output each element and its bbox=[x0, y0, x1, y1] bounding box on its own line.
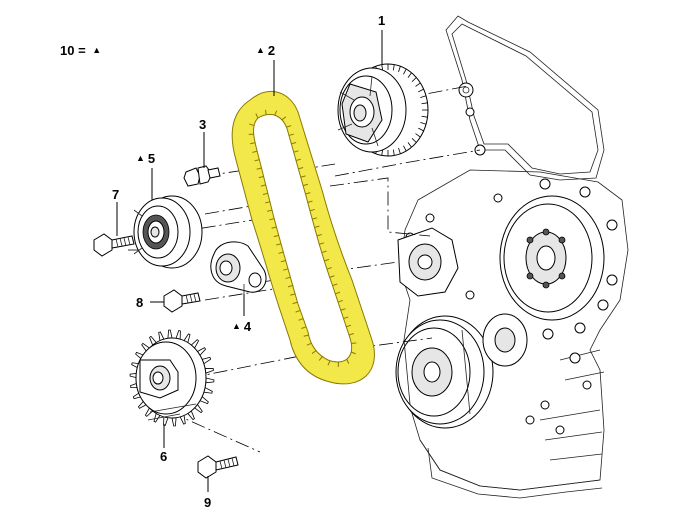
callout-7-number: 7 bbox=[112, 187, 119, 202]
crank-sprocket-tooth bbox=[205, 368, 213, 373]
crank-sprocket-tooth bbox=[206, 378, 214, 383]
callout-5: ▲5 bbox=[136, 152, 155, 165]
engine-block bbox=[396, 16, 628, 498]
callout-6: 6 bbox=[160, 450, 167, 463]
bolt-7 bbox=[94, 234, 134, 256]
callout-9: 9 bbox=[204, 496, 211, 509]
callout-3-number: 3 bbox=[199, 117, 206, 132]
legend-note: 10 = ▲ bbox=[60, 44, 101, 57]
bolt-3 bbox=[184, 166, 220, 186]
callout-4: ▲4 bbox=[232, 320, 251, 333]
callout-8: 8 bbox=[136, 296, 143, 309]
vibration-damper bbox=[500, 196, 604, 320]
crank-sprocket-tooth bbox=[172, 418, 176, 426]
callout-4-triangle-icon: ▲ bbox=[232, 321, 241, 331]
legend-triangle-icon: ▲ bbox=[92, 45, 101, 55]
bolt-9 bbox=[198, 456, 238, 478]
callout-8-number: 8 bbox=[136, 295, 143, 310]
callout-1-number: 1 bbox=[378, 13, 385, 28]
crank-sprocket-tooth bbox=[168, 330, 172, 338]
legend-text: 10 = bbox=[60, 43, 86, 58]
tensioner-pulley bbox=[134, 196, 202, 268]
callout-3: 3 bbox=[199, 118, 206, 131]
tensioner-bracket bbox=[211, 242, 266, 294]
crankshaft-pulley bbox=[396, 316, 493, 428]
bolt-8 bbox=[164, 290, 200, 312]
callout-2-number: 2 bbox=[268, 43, 275, 58]
idler-pulley-block bbox=[483, 314, 527, 366]
camshaft-sprocket bbox=[338, 64, 428, 156]
callout-5-triangle-icon: ▲ bbox=[136, 153, 145, 163]
callout-2: ▲2 bbox=[256, 44, 275, 57]
callout-4-number: 4 bbox=[244, 319, 251, 334]
callout-7: 7 bbox=[112, 188, 119, 201]
callout-5-number: 5 bbox=[148, 151, 155, 166]
callout-2-triangle-icon: ▲ bbox=[256, 45, 265, 55]
callout-1: 1 bbox=[378, 14, 385, 27]
callout-9-number: 9 bbox=[204, 495, 211, 510]
crankshaft-sprocket bbox=[130, 330, 214, 426]
water-pump bbox=[398, 228, 458, 296]
callout-6-number: 6 bbox=[160, 449, 167, 464]
